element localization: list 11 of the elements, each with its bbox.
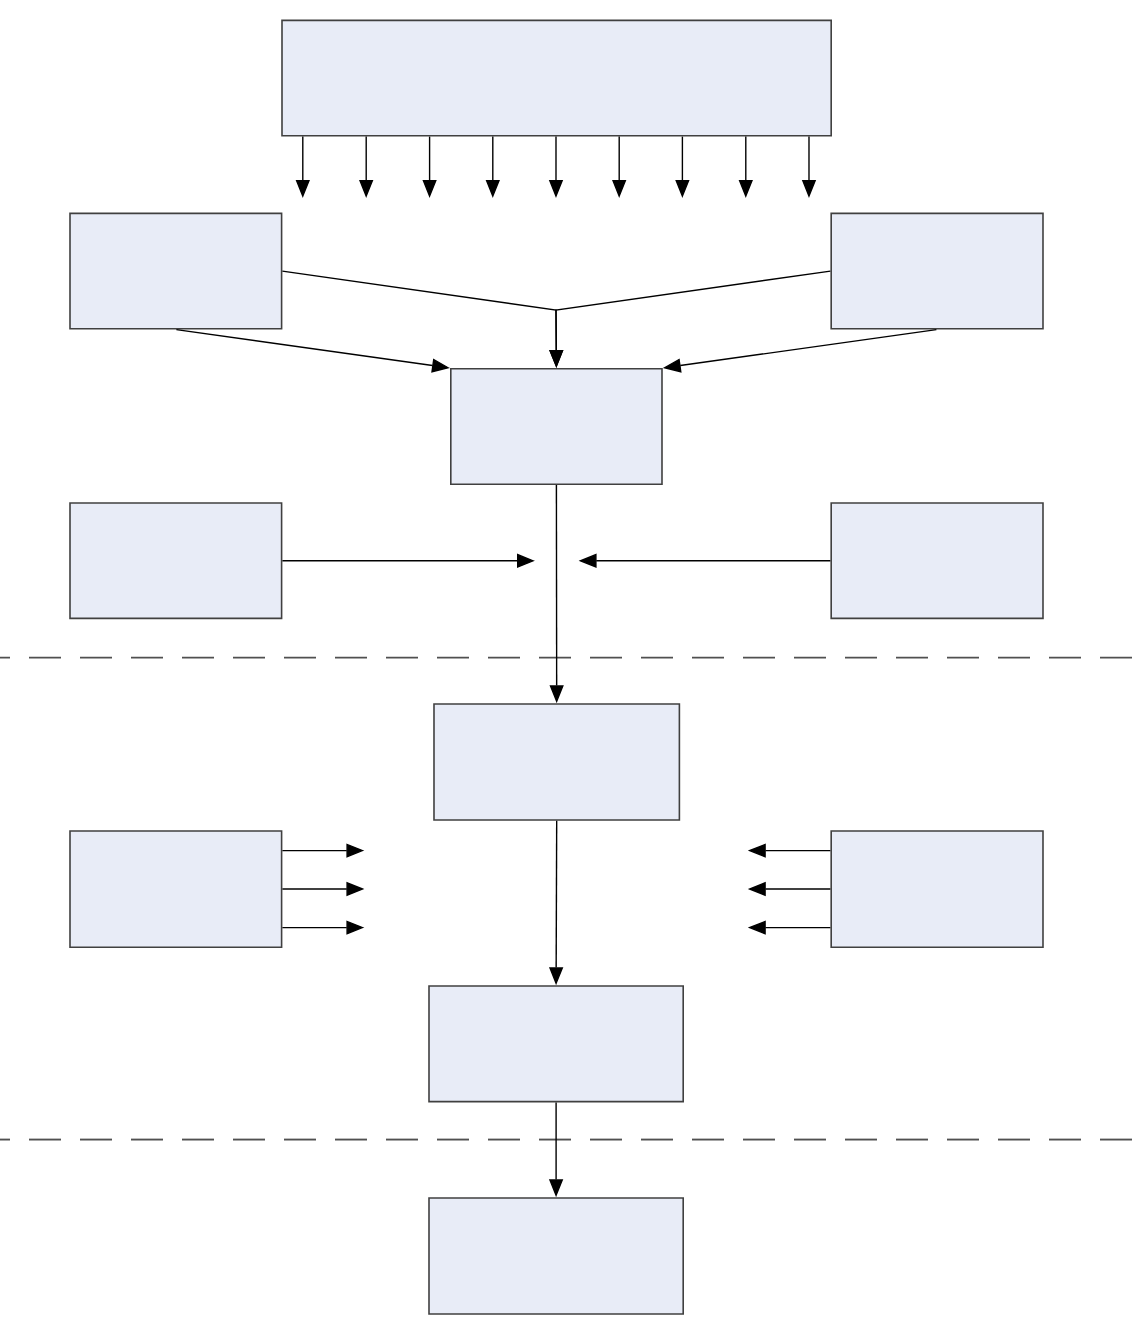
empty-box	[69, 502, 283, 620]
empty-box	[428, 985, 684, 1103]
empty-box	[830, 502, 1044, 620]
empty-box	[830, 830, 1044, 948]
empty-box	[69, 212, 283, 330]
empty-box	[830, 212, 1044, 330]
empty-box	[69, 830, 283, 948]
empty-box	[433, 703, 681, 821]
empty-box	[450, 368, 663, 486]
empty-box	[428, 1197, 684, 1315]
empty-box	[281, 19, 832, 137]
